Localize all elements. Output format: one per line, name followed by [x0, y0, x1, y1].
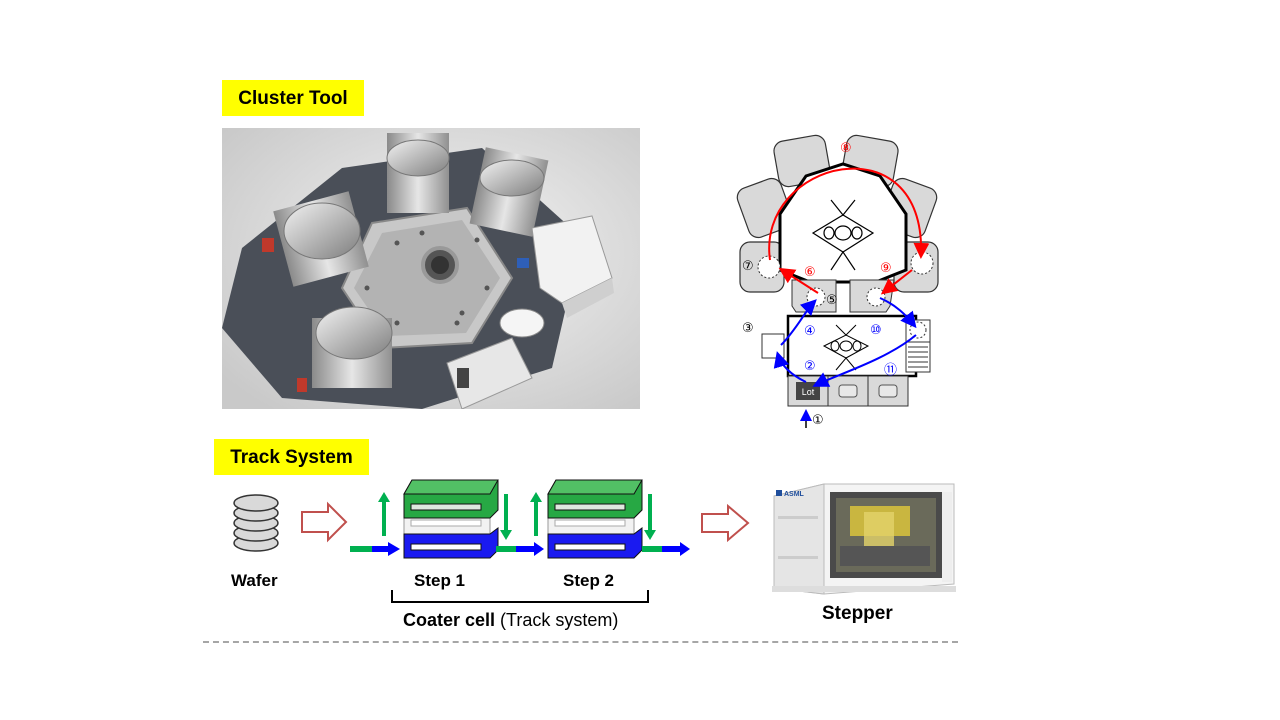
track-system-title: Track System [230, 446, 353, 468]
wafer-label: Wafer [231, 571, 278, 590]
cluster-tool-label: Cluster Tool [222, 80, 364, 116]
lot-label: Lot [802, 387, 815, 397]
step-3: ③ [742, 321, 754, 336]
coater-cell-normal: (Track system) [495, 610, 619, 630]
stepper-brand: ASML [784, 491, 805, 498]
cluster-tool-schematic: Lot ① ② ③ ④ ⑤ ⑥ ⑦ ⑧ ⑨ ⑩ ⑪ [736, 130, 950, 430]
step-8: ⑧ [840, 141, 852, 156]
outline-arrow-icon [301, 501, 348, 543]
step1-module [403, 479, 499, 559]
stepper-label: Stepper [822, 603, 893, 624]
stepper-photo: ASML [764, 476, 956, 600]
stepper-graphic: ASML [772, 483, 956, 595]
step-7: ⑦ [742, 259, 754, 274]
step-9: ⑨ [880, 261, 892, 276]
cluster-tool-photo [222, 128, 640, 409]
robot-icon [811, 199, 875, 271]
step-11: ⑪ [884, 363, 897, 378]
step-10: ⑩ [870, 323, 882, 338]
track-system-diagram [228, 470, 698, 570]
coater-cell-label: Coater cell (Track system) [403, 610, 618, 631]
step-6: ⑥ [804, 265, 816, 280]
track-system-label: Track System [214, 439, 369, 475]
efem-robot-icon [822, 324, 870, 371]
transfer-chamber [778, 162, 908, 284]
step-1: ① [812, 413, 824, 428]
horizontal-arrows [350, 542, 690, 556]
dashed-divider [203, 641, 958, 643]
step-numbers: ① ② ③ ④ ⑤ ⑥ ⑦ ⑧ ⑨ ⑩ ⑪ [742, 141, 897, 428]
step2-module [547, 479, 643, 559]
cluster-tool-photo-graphic [222, 128, 640, 409]
outline-arrow-stepper-icon [701, 503, 750, 543]
cluster-schematic-graphic: Lot ① ② ③ ④ ⑤ ⑥ ⑦ ⑧ ⑨ ⑩ ⑪ [736, 134, 939, 428]
load-path [773, 351, 807, 383]
coater-bracket [391, 590, 649, 603]
process-path [768, 167, 930, 261]
step2-label: Step 2 [563, 571, 615, 590]
step-5: ⑤ [826, 293, 838, 308]
track-system-graphic [233, 479, 690, 559]
step-2: ② [804, 359, 816, 374]
coater-cell-bold: Coater cell [403, 610, 496, 630]
green-arrows [378, 492, 656, 540]
step-4: ④ [804, 324, 816, 339]
cluster-tool-title: Cluster Tool [238, 87, 348, 109]
step1-label: Step 1 [414, 571, 466, 590]
wafer-stack-icon [233, 494, 279, 552]
